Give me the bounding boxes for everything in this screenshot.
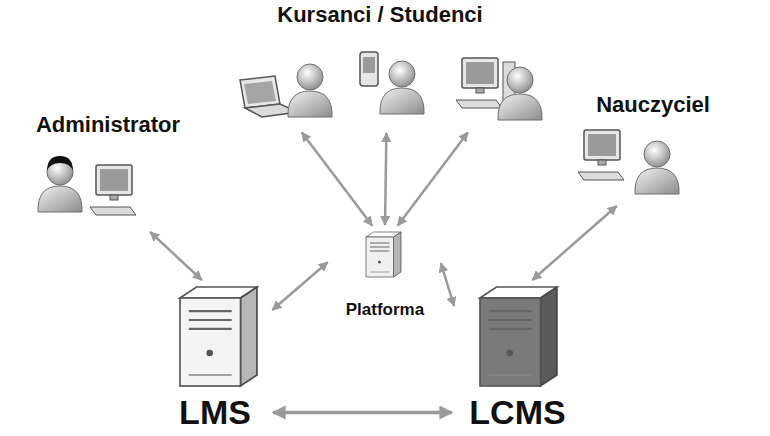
desktop-student — [456, 58, 542, 120]
phone-student — [360, 52, 424, 114]
double-arrow — [273, 411, 452, 415]
platform-node: Platforma — [330, 228, 440, 320]
lms-node: LMS — [160, 282, 270, 432]
administrator-icon — [38, 156, 136, 215]
double-arrow — [398, 132, 468, 225]
user-group: Kursanci / Studenci — [220, 2, 540, 130]
node-label: Platforma — [346, 300, 424, 320]
platform-server — [366, 232, 401, 277]
node-label: LMS — [179, 393, 251, 432]
node-label: Administrator — [36, 112, 180, 137]
node-label: LCMS — [469, 393, 565, 432]
lms-server — [180, 287, 257, 386]
double-arrow — [150, 232, 202, 280]
lcms-server — [480, 287, 557, 386]
double-arrow — [532, 206, 616, 280]
node-label: Kursanci / Studenci — [277, 2, 482, 27]
lcms-node: LCMS — [455, 282, 580, 432]
double-arrow — [302, 132, 372, 225]
teacher-node: Nauczyciel — [568, 92, 738, 204]
double-arrow — [385, 133, 386, 225]
laptop-student — [240, 64, 332, 117]
node-label: Nauczyciel — [596, 92, 710, 117]
teacher-icon — [578, 130, 679, 194]
admin-node: Administrator — [8, 112, 208, 230]
double-arrow — [272, 262, 327, 310]
double-arrow — [441, 263, 454, 306]
